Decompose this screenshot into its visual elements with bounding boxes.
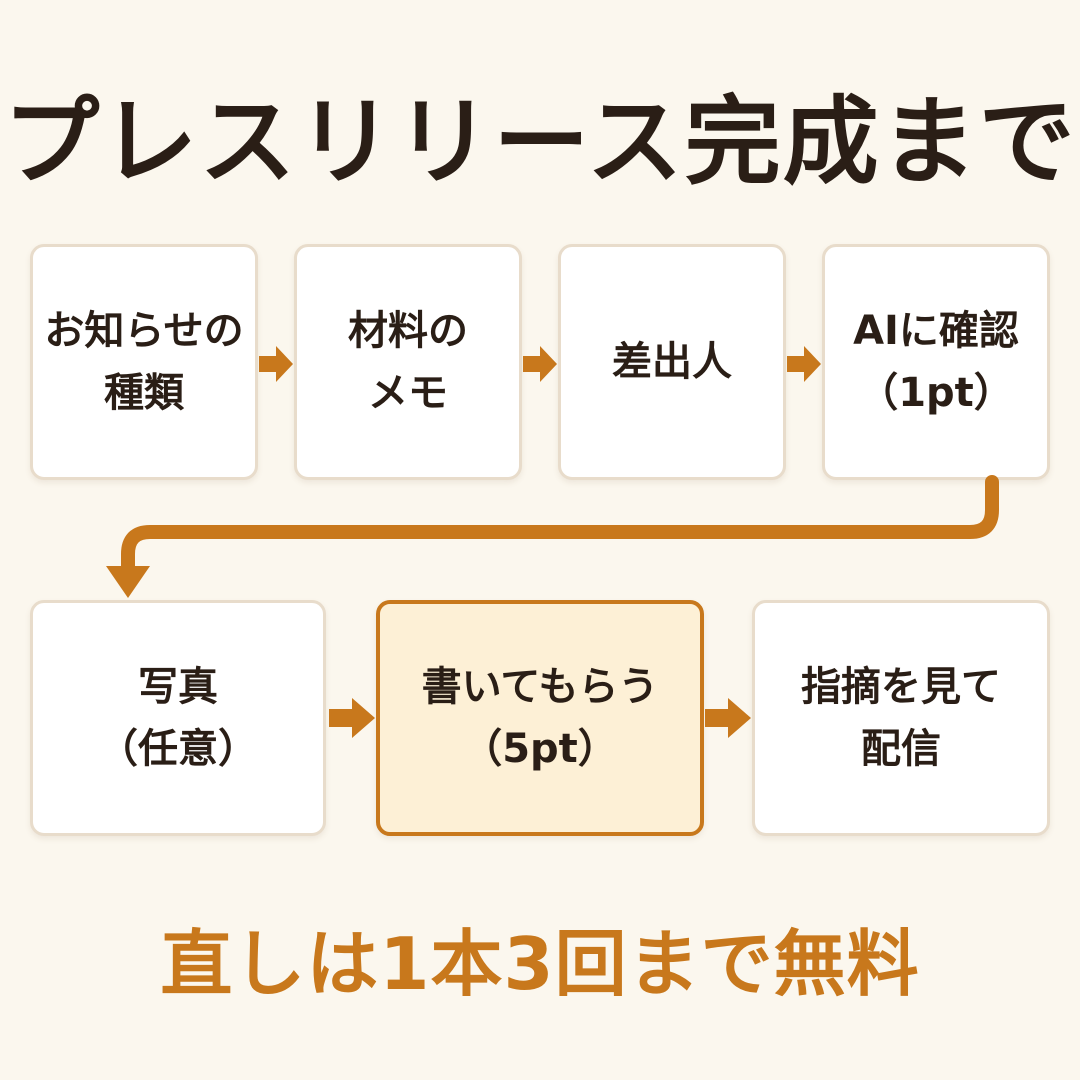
step-ai-check: AIに確認 （1pt） xyxy=(822,244,1050,480)
step-label-line1: 書いてもらう xyxy=(421,664,659,710)
step-label-line1: AIに確認 xyxy=(853,308,1019,354)
step-label-line2: 配信 xyxy=(861,726,941,772)
step-label: 写真 （任意） xyxy=(98,656,258,780)
step-label-line1: お知らせの xyxy=(44,308,244,354)
step-label: 材料の メモ xyxy=(348,300,468,424)
step-label-line2: （1pt） xyxy=(858,370,1014,416)
step-label: お知らせの 種類 xyxy=(44,300,243,424)
step-notice-type: お知らせの 種類 xyxy=(30,244,258,480)
step-label-line1: 差出人 xyxy=(612,339,732,385)
step-review-distribute: 指摘を見て 配信 xyxy=(752,600,1050,836)
step-label: 書いてもらう （5pt） xyxy=(422,656,659,780)
step-label-line1: 指摘を見て xyxy=(801,664,1001,710)
step-label: AIに確認 （1pt） xyxy=(853,300,1019,424)
step-material-memo: 材料の メモ xyxy=(294,244,522,480)
step-label-line1: 材料の xyxy=(348,308,468,354)
footer-note: 直しは1本3回まで無料 xyxy=(160,922,920,1006)
step-sender: 差出人 xyxy=(558,244,786,480)
step-label-line2: （5pt） xyxy=(462,726,618,772)
step-label: 指摘を見て 配信 xyxy=(801,656,1001,780)
step-label-line2: 種類 xyxy=(103,370,184,416)
arrow-right-icon xyxy=(329,698,375,738)
step-label: 差出人 xyxy=(612,331,732,393)
step-label-line1: 写真 xyxy=(138,664,218,710)
page-title: プレスリリース完成まで xyxy=(3,86,1077,198)
arrow-right-icon xyxy=(523,346,557,382)
arrow-right-icon xyxy=(705,698,751,738)
arrow-right-icon xyxy=(259,346,293,382)
step-label-line2: メモ xyxy=(368,370,448,416)
arrow-right-icon xyxy=(787,346,821,382)
step-photo: 写真 （任意） xyxy=(30,600,326,836)
step-label-line2: （任意） xyxy=(98,726,258,772)
step-write-highlighted: 書いてもらう （5pt） xyxy=(376,600,704,836)
